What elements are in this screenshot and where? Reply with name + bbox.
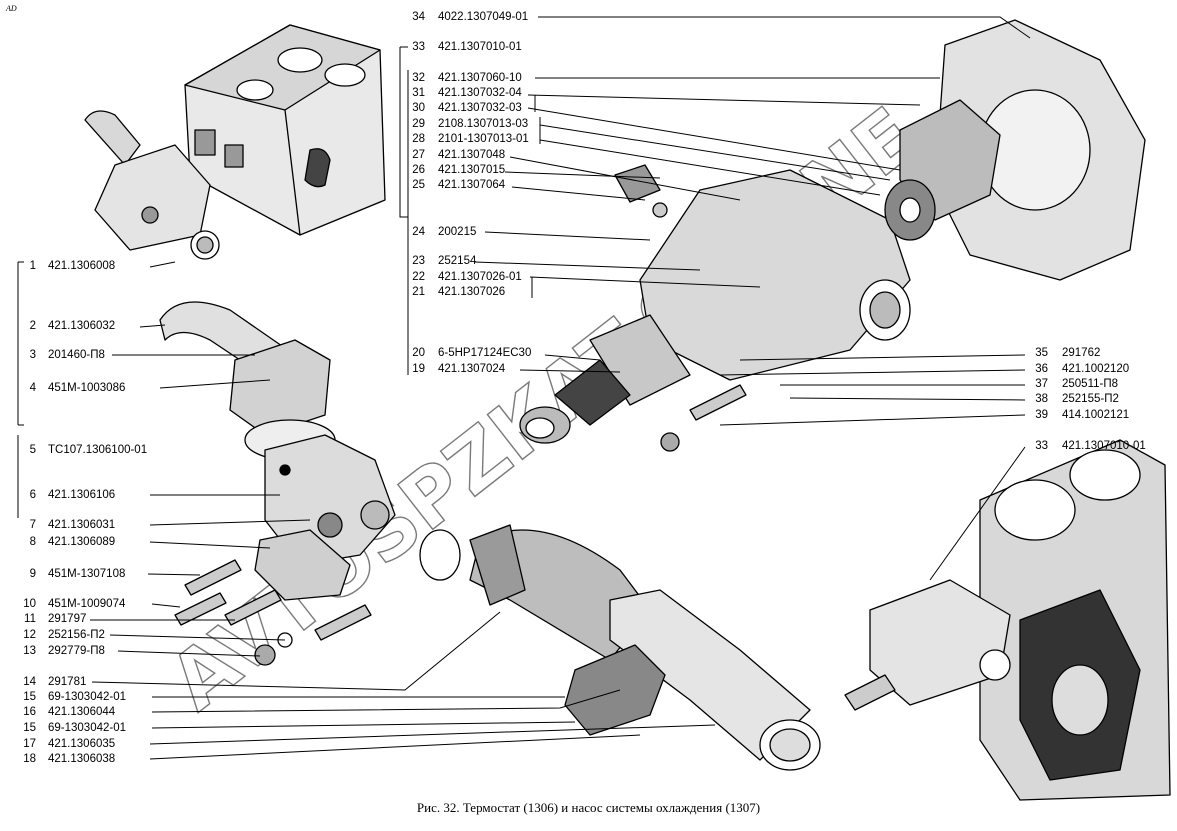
callout-number: 12 <box>23 629 36 641</box>
callout-part-number: 291797 <box>48 613 87 625</box>
callout-part-number: 252156-П2 <box>48 629 105 641</box>
callout-number: 13 <box>23 645 36 657</box>
callout-number: 29 <box>412 118 425 130</box>
callout-part-number: 421.1307048 <box>438 149 506 161</box>
callout-number: 33 <box>1035 440 1048 452</box>
callout-number: 4 <box>29 382 36 394</box>
callout-part-number: 421.1307015 <box>438 164 506 176</box>
callout-number: 37 <box>1035 378 1048 390</box>
callout-part-number: 421.1306089 <box>48 536 116 548</box>
callout-number: 19 <box>412 363 425 375</box>
engine-block-bottom-right <box>844 439 1171 801</box>
water-pump-center <box>519 164 911 452</box>
callout-number: 15 <box>23 691 36 703</box>
callout-number: 17 <box>23 738 36 750</box>
callout-part-number: 291762 <box>1062 347 1101 359</box>
callout-number: 25 <box>412 179 425 191</box>
callout-part-number: ТС107.1306100-01 <box>48 444 148 456</box>
callout-number: 6 <box>29 489 36 501</box>
callout-part-number: 6-5НР17124ЕС30 <box>438 347 532 359</box>
studs-left <box>174 559 372 666</box>
callout-number: 26 <box>412 164 425 176</box>
callout-part-number: 69-1303042-01 <box>48 691 127 703</box>
cylinder-head-top-left <box>184 24 386 236</box>
callout-number: 24 <box>412 226 425 238</box>
callout-number: 3 <box>29 349 36 361</box>
callout-number: 1 <box>29 260 36 272</box>
callout-part-number: 292779-П8 <box>48 645 105 657</box>
callout-part-number: 421.1306031 <box>48 519 116 531</box>
callout-part-number: 421.1307032-03 <box>438 102 522 114</box>
callout-part-number: 421.1306038 <box>48 753 116 765</box>
callout-number: 22 <box>412 271 425 283</box>
callout-number: 36 <box>1035 363 1048 375</box>
callout-number: 28 <box>412 133 425 145</box>
callout-part-number: 421.1306008 <box>48 260 116 272</box>
callout-number: 14 <box>23 676 36 688</box>
callout-number: 9 <box>29 568 36 580</box>
coolant-hose-assembly <box>419 524 821 771</box>
callout-number: 34 <box>412 11 425 23</box>
callout-number: 23 <box>412 255 425 267</box>
callout-part-number: 201460-П8 <box>48 349 105 361</box>
callout-number: 10 <box>23 598 36 610</box>
callout-part-number: 421.1306106 <box>48 489 116 501</box>
thermostat-housing-top <box>84 110 220 260</box>
callout-number: 27 <box>412 149 425 161</box>
callout-part-number: 2108.1307013-03 <box>438 118 529 130</box>
callout-part-number: 421.1307060-10 <box>438 72 522 84</box>
callout-number: 32 <box>412 72 425 84</box>
callout-part-number: 250511-П8 <box>1062 378 1119 390</box>
callout-part-number: 200215 <box>438 226 477 238</box>
callout-number: 18 <box>23 753 36 765</box>
callout-part-number: 451М-1307108 <box>48 568 126 580</box>
callout-part-number: 421.1306044 <box>48 706 116 718</box>
callout-part-number: 69-1303042-01 <box>48 722 127 734</box>
callout-part-number: 421.1307024 <box>438 363 506 375</box>
callout-part-number: 451М-1009074 <box>48 598 126 610</box>
figure-caption: Рис. 32. Термостат (1306) и насос систем… <box>416 800 761 815</box>
callout-part-number: 421.1307010-01 <box>1062 440 1146 452</box>
callout-number: 8 <box>29 536 36 548</box>
callout-number: 7 <box>29 519 36 531</box>
callout-number: 31 <box>412 87 425 99</box>
callout-part-number: 421.1307026-01 <box>438 271 522 283</box>
callout-number: 15 <box>23 722 36 734</box>
callout-number: 2 <box>29 320 36 332</box>
callout-number: 20 <box>412 347 425 359</box>
callout-part-number: 2101-1307013-01 <box>438 133 529 145</box>
callout-part-number: 421.1002120 <box>1062 363 1130 375</box>
callout-number: 16 <box>23 706 36 718</box>
thermostat-assembly-left <box>159 301 396 601</box>
callout-part-number: 291781 <box>48 676 87 688</box>
callout-part-number: 421.1307026 <box>438 286 506 298</box>
callout-part-number: 4022.1307049-01 <box>438 11 529 23</box>
callout-part-number: 421.1307032-04 <box>438 87 522 99</box>
callout-number: 38 <box>1035 393 1048 405</box>
callout-part-number: 421.1307064 <box>438 179 506 191</box>
callout-number: 5 <box>29 444 36 456</box>
corner-mark: AD <box>6 4 17 13</box>
callout-part-number: 414.1002121 <box>1062 409 1130 421</box>
callout-part-number: 421.1306032 <box>48 320 116 332</box>
callout-part-number: 451М-1003086 <box>48 382 126 394</box>
callout-part-number: 252154 <box>438 255 477 267</box>
callout-number: 39 <box>1035 409 1048 421</box>
callout-part-number: 421.1306035 <box>48 738 116 750</box>
callout-number: 35 <box>1035 347 1048 359</box>
pump-housing-top-right <box>884 19 1146 281</box>
callout-part-number: 252155-П2 <box>1062 393 1119 405</box>
callout-number: 11 <box>24 613 36 625</box>
callout-number: 33 <box>412 41 425 53</box>
callout-part-number: 421.1307010-01 <box>438 41 522 53</box>
callout-number: 21 <box>412 286 425 298</box>
callout-number: 30 <box>412 102 425 114</box>
